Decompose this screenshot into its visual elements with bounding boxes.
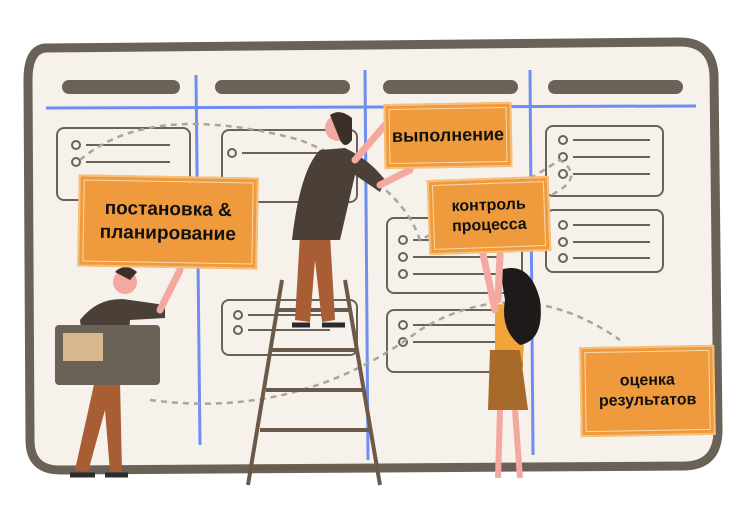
note-execution: выполнение bbox=[383, 101, 513, 170]
note-control: контроль процесса bbox=[426, 175, 552, 256]
person-left bbox=[55, 266, 184, 478]
note-evaluation: оценка результатов bbox=[579, 344, 716, 438]
ladder bbox=[246, 279, 382, 486]
column-headers bbox=[62, 80, 683, 94]
person-right bbox=[476, 236, 541, 479]
person-on-ladder bbox=[292, 112, 414, 328]
note-planning: постановка & планирование bbox=[77, 174, 259, 270]
grid-lines bbox=[45, 69, 697, 461]
dashed-path bbox=[79, 122, 621, 405]
